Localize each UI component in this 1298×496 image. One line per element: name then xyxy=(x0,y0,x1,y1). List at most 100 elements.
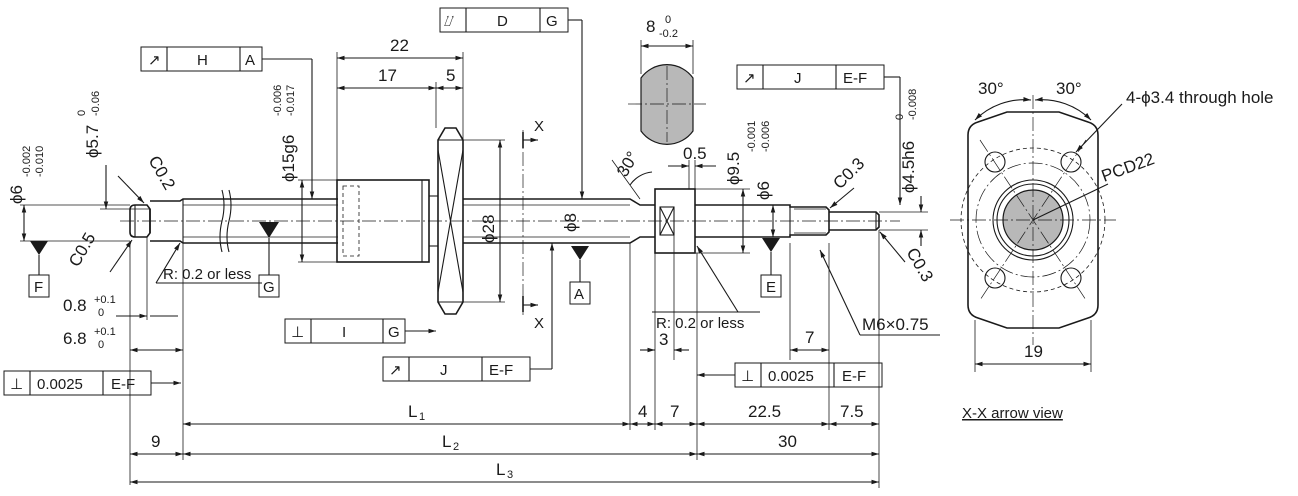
dim-30: 30 xyxy=(778,432,797,451)
dim-phi6b: ϕ6 xyxy=(754,181,773,200)
dim-l2-sub: 2 xyxy=(453,441,459,453)
dim-phi6-tol-up: -0.002 xyxy=(21,146,33,177)
dim-phi15-tol-lo: -0.017 xyxy=(285,85,297,116)
dim-08-tol-lo: 0 xyxy=(98,307,104,319)
flange-angle-30a: 30° xyxy=(978,79,1004,98)
dim-9: 9 xyxy=(151,432,160,451)
frame-j-ef-top-tol: J xyxy=(794,70,802,87)
support-collar xyxy=(654,188,696,254)
dim-l3-sub: 3 xyxy=(507,469,513,481)
dim-c05: C0.5 xyxy=(65,229,99,270)
frame-d-g-symbol: ⌰ xyxy=(444,13,454,30)
dim-phi8: ϕ8 xyxy=(561,213,580,232)
frame-perp-right-symbol: ⊥ xyxy=(741,368,754,385)
top-dimensions: 22 17 5 ϕ15g6 -0.006 -0.017 ϕ28 ϕ8 X X xyxy=(272,36,580,332)
shaft-right-bottom xyxy=(463,236,655,244)
frame-perp-right: ⊥ 0.0025 E-F xyxy=(697,362,883,388)
frame-h-a-tol: H xyxy=(197,52,208,69)
dim-7-collar: 7 xyxy=(670,402,679,421)
frame-j-ef-mid-datum: E-F xyxy=(489,362,513,379)
datum-g-label: G xyxy=(263,279,275,296)
dim-phi6b-tol-up: -0.001 xyxy=(746,121,758,152)
left-end-dimensions: ϕ6 -0.002 -0.010 ϕ5.7 0 -0.06 C0.2 C0.5 … xyxy=(7,91,262,485)
dim-phi57-tol-lo: -0.06 xyxy=(90,91,102,116)
bolt-hole-tr xyxy=(1060,151,1082,173)
shaft-bottom-edge xyxy=(150,240,338,244)
dim-phi6: ϕ6 xyxy=(7,185,26,204)
dim-22: 22 xyxy=(390,36,409,55)
dim-l1-sub: 1 xyxy=(419,411,425,423)
dim-phi45-tol-up: 0 xyxy=(894,114,906,120)
section-x-bot: X xyxy=(534,315,544,332)
frame-i-g-symbol: ⊥ xyxy=(291,324,304,341)
dim-8-tol-lo: -0.2 xyxy=(659,28,678,40)
dim-angle-30: 30° xyxy=(613,148,642,180)
dim-phi45: ϕ4.5h6 xyxy=(899,141,918,193)
frame-perp-left-symbol: ⊥ xyxy=(10,376,23,393)
dim-phi15: ϕ15g6 xyxy=(279,135,298,182)
dim-4: 4 xyxy=(638,402,647,421)
dim-17: 17 xyxy=(378,66,397,85)
frame-h-a-symbol: ↗ xyxy=(148,52,161,69)
dim-phi45-tol-lo: -0.008 xyxy=(907,89,919,120)
flange-hole-label: 4-ϕ3.4 through hole xyxy=(1126,88,1274,107)
right-journal xyxy=(695,204,830,238)
flange-width-19: 19 xyxy=(1024,342,1043,361)
frame-i-g-tol: I xyxy=(342,324,346,341)
frame-j-ef-top: ↗ J E-F xyxy=(736,64,903,205)
bolt-hole-bl xyxy=(984,267,1006,289)
flange-pcd-label: PCD22 xyxy=(1099,149,1157,186)
dim-l2: L xyxy=(442,432,451,451)
break-line-b xyxy=(226,189,232,253)
flange-outline xyxy=(967,111,1099,329)
shaft-top-edge xyxy=(150,198,338,202)
frame-perp-right-tol: 0.0025 xyxy=(768,368,814,385)
dim-phi28: ϕ28 xyxy=(479,215,498,243)
frame-h-a: ↗ H A xyxy=(140,46,315,199)
frame-perp-right-datum: E-F xyxy=(842,368,866,385)
left-journal xyxy=(129,204,151,238)
dim-phi95: ϕ9.5 xyxy=(724,152,743,185)
dim-phi15-tol-up: -0.006 xyxy=(272,85,284,116)
dim-m6: M6×0.75 xyxy=(862,315,929,334)
dim-c02: C0.2 xyxy=(145,153,179,194)
frame-j-ef-top-symbol: ↗ xyxy=(743,70,756,87)
bottom-dimensions: L 1 4 7 22.5 7.5 9 L 2 30 L 3 xyxy=(130,230,880,488)
frame-perp-left: ⊥ 0.0025 E-F xyxy=(3,370,181,396)
datum-g: G xyxy=(258,222,280,298)
dim-8-tol-up: 0 xyxy=(665,14,671,26)
dim-l1: L xyxy=(408,402,417,421)
break-line-a xyxy=(219,189,225,253)
dim-3: 3 xyxy=(659,330,668,349)
dim-phi57-tol-up: 0 xyxy=(76,110,88,116)
frame-j-ef-mid-tol: J xyxy=(440,362,448,379)
flange-caption: X-X arrow view xyxy=(962,405,1063,422)
dim-08: 0.8 xyxy=(63,296,87,315)
datum-a-label: A xyxy=(574,286,584,303)
bolt-hole-tl xyxy=(984,151,1006,173)
datum-f-label: F xyxy=(34,279,43,296)
dim-phi57: ϕ5.7 xyxy=(83,125,102,158)
frame-j-ef-mid-symbol: ↗ xyxy=(389,362,402,379)
dim-75: 7.5 xyxy=(840,402,864,421)
shaft-section: 8 0 -0.2 xyxy=(628,14,706,145)
nut-body xyxy=(336,179,430,263)
dim-68-tol-lo: 0 xyxy=(98,339,104,351)
datum-f: F xyxy=(20,240,130,298)
frame-i-g: ⊥ I G xyxy=(284,318,436,344)
dim-05: 0.5 xyxy=(683,144,707,163)
flange-angle-30b: 30° xyxy=(1056,79,1082,98)
end-thread xyxy=(829,211,880,231)
dim-68: 6.8 xyxy=(63,329,87,348)
frame-i-g-datum: G xyxy=(388,324,400,341)
frame-j-ef-top-datum: E-F xyxy=(843,70,867,87)
dim-c03-top: C0.3 xyxy=(829,154,868,193)
frame-perp-left-tol: 0.0025 xyxy=(37,376,83,393)
dim-225: 22.5 xyxy=(748,402,781,421)
frame-d-g: ⌰ D G xyxy=(439,7,585,199)
dim-phi6-tol-lo: -0.010 xyxy=(34,146,46,177)
section-x-top: X xyxy=(534,118,544,135)
bolt-hole-br xyxy=(1060,267,1082,289)
flange-view: 30° 30° 4-ϕ3.4 through hole PCD22 19 X-X… xyxy=(950,79,1274,422)
datum-a: A xyxy=(569,246,591,305)
